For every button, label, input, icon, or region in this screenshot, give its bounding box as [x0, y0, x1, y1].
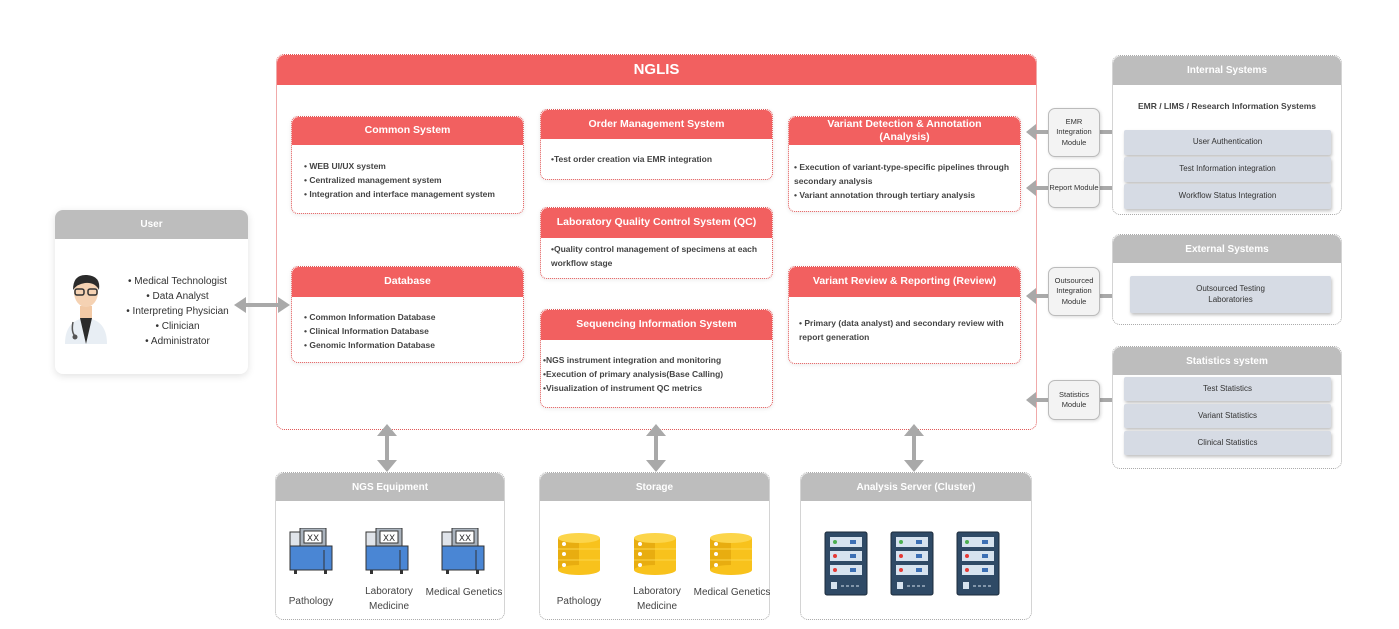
storage-label: Laboratory Medicine — [633, 586, 681, 612]
nglis-title: NGLIS — [277, 55, 1036, 85]
card-title: Variant Detection & Annotation (Analysis… — [789, 117, 1020, 145]
list-item: • Execution of variant-type-specific pip… — [794, 162, 1010, 186]
svg-text:XX: XX — [307, 534, 319, 544]
variant-detection-card: Variant Detection & Annotation (Analysis… — [788, 116, 1021, 212]
ngs-title: NGS Equipment — [276, 473, 504, 501]
ngs-label: Medical Genetics — [425, 587, 503, 598]
list-item: • Common Information Database — [304, 312, 436, 322]
user-box: User • Medical Technologist • Data Analy… — [55, 210, 248, 374]
list-item: • Clinical Information Database — [304, 326, 429, 336]
qc-card: Laboratory Quality Control System (QC) •… — [540, 207, 773, 279]
database-icons — [558, 532, 753, 576]
card-title: Common System — [292, 117, 523, 145]
storage-label: Medical Genetics — [693, 587, 771, 598]
database-card: Database • Common Information Database • … — [291, 266, 524, 363]
list-item: •Execution of primary analysis(Base Call… — [543, 369, 724, 379]
server-icons — [824, 531, 1000, 596]
list-item: • Integration and interface management s… — [304, 189, 495, 199]
card-title: Laboratory Quality Control System (QC) — [541, 208, 772, 238]
report-module: Report Module — [1048, 168, 1100, 208]
list-item: • Primary (data analyst) and secondary r… — [799, 318, 1004, 342]
list-item: • Centralized management system — [304, 175, 442, 185]
internal-subtitle: EMR / LIMS / Research Information System… — [1137, 101, 1317, 111]
role-item: • Medical Technologist — [128, 276, 227, 287]
role-item: • Clinician — [155, 321, 200, 332]
list-item: •Visualization of instrument QC metrics — [543, 383, 703, 393]
user-nglis-arrow-icon — [234, 297, 290, 313]
sequencing-card: Sequencing Information System •NGS instr… — [540, 309, 773, 408]
role-item: • Interpreting Physician — [126, 306, 229, 317]
card-title: Variant Review & Reporting (Review) — [789, 267, 1020, 297]
storage-label: Pathology — [556, 596, 602, 607]
internal-title: Internal Systems — [1113, 56, 1341, 85]
internal-item: User Authentication — [1124, 130, 1331, 155]
statistics-module: Statistics Module — [1048, 380, 1100, 420]
ngs-label: Pathology — [288, 596, 334, 607]
list-item: • Variant annotation through tertiary an… — [794, 190, 976, 200]
outsourced-integration-module: Outsourced Integration Module — [1048, 267, 1100, 316]
order-management-card: Order Management System •Test order crea… — [540, 109, 773, 180]
user-roles: • Medical Technologist • Data Analyst • … — [115, 274, 240, 349]
card-title: Order Management System — [541, 110, 772, 139]
storage-title: Storage — [540, 473, 769, 501]
common-system-card: Common System • WEB UI/UX system • Centra… — [291, 116, 524, 214]
role-item: • Data Analyst — [146, 291, 209, 302]
statistics-title: Statistics system — [1113, 347, 1341, 375]
statistics-item: Test Statistics — [1124, 377, 1331, 401]
sequencer-icons: XX — [289, 528, 485, 575]
statistics-item: Variant Statistics — [1124, 404, 1331, 428]
role-item: • Administrator — [145, 336, 210, 347]
external-title: External Systems — [1113, 235, 1341, 263]
card-title: Database — [292, 267, 523, 297]
list-item: • WEB UI/UX system — [304, 161, 386, 171]
statistics-item: Clinical Statistics — [1124, 431, 1331, 455]
list-item: •Test order creation via EMR integration — [551, 154, 713, 164]
list-item: •Quality control management of specimens… — [551, 244, 758, 268]
external-item: Outsourced Testing Laboratories — [1130, 276, 1331, 313]
internal-item: Test Information integration — [1124, 157, 1331, 182]
card-title: Sequencing Information System — [541, 310, 772, 340]
ngs-label: Laboratory Medicine — [365, 586, 413, 612]
doctor-avatar-icon — [65, 274, 107, 344]
list-item: •NGS instrument integration and monitori… — [543, 355, 722, 365]
internal-item: Workflow Status Integration — [1124, 184, 1331, 209]
variant-review-card: Variant Review & Reporting (Review) • Pr… — [788, 266, 1021, 364]
list-item: • Genomic Information Database — [304, 340, 435, 350]
emr-integration-module: EMR Integration Module — [1048, 108, 1100, 157]
vertical-arrows — [377, 424, 924, 472]
analysis-title: Analysis Server (Cluster) — [801, 473, 1031, 501]
user-title: User — [55, 210, 248, 239]
